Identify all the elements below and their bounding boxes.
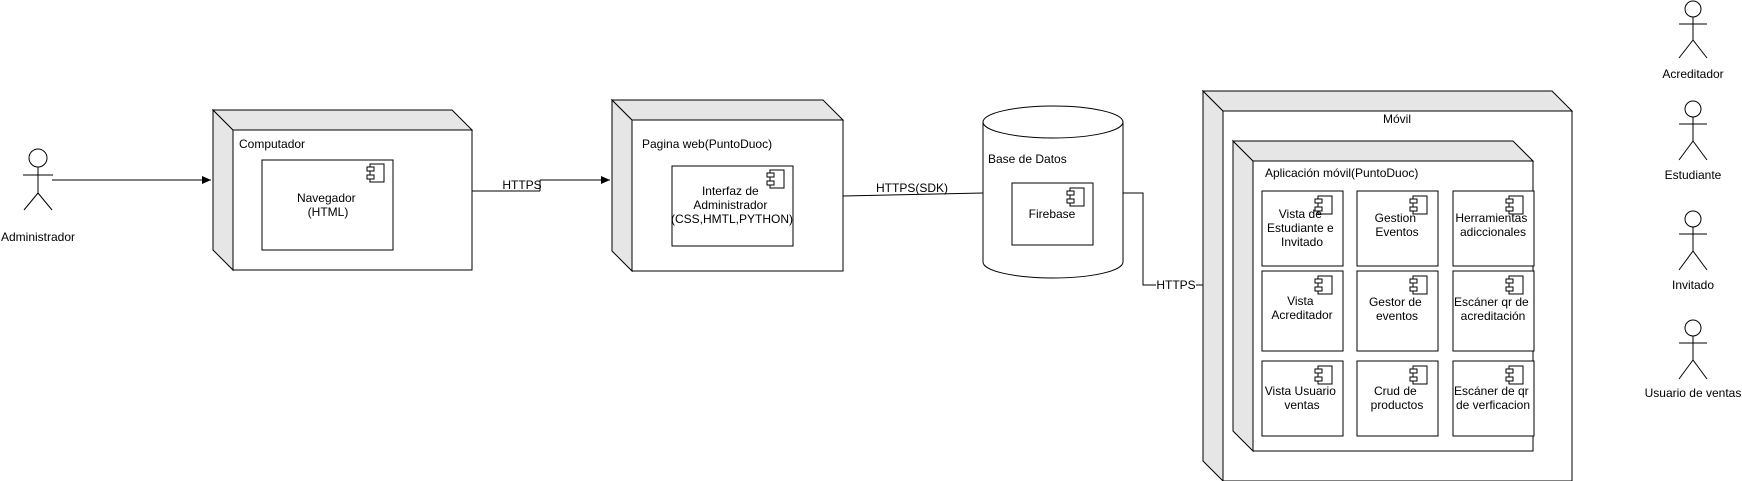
svg-text:Gestor de eventos: Gestor de eventos [1369,295,1425,323]
component-herramientas-adiccionales: Herramientas adiccionales [1452,190,1535,267]
svg-text:Crud de productos: Crud de productos [1371,384,1424,412]
node-pagina-web-label: Pagina web(PuntoDuoc) [642,137,772,151]
svg-text:Escáner de qr de verfica: Escáner de qr de verficacion [1454,384,1532,412]
connection-https-sdk-label: HTTPS(SDK) [876,181,948,195]
component-interfaz-label: Interfaz de Administrador (CSS,HMTL,PYTH… [671,184,793,226]
component-icon [1314,275,1333,295]
actor-acreditador-label: Acreditador [1662,67,1723,81]
actor-estudiante: Estudiante [1665,100,1722,182]
stick-figure-icon [1678,0,1708,59]
connection-https-label: HTTPS [502,178,541,192]
node-computador-label: Computador [239,137,305,151]
svg-text:Escáner qr de acreditaci: Escáner qr de acreditación [1454,295,1532,323]
component-icon [1066,187,1085,207]
component-escaner-acreditacion: Escáner qr de acreditación [1452,270,1535,352]
component-icon [1409,365,1428,385]
component-vista-usuario-ventas: Vista Usuario ventas [1261,360,1344,437]
component-icon [1314,365,1333,385]
actor-usuario-de-ventas: Usuario de ventas [1645,319,1742,400]
svg-text:Vista Usuario ventas: Vista Usuario ventas [1265,384,1340,412]
component-icon [366,163,385,183]
node-movil-label: Móvil [1383,112,1411,126]
connection-https-movil-label: HTTPS [1156,278,1195,292]
component-crud-productos: Crud de productos [1356,360,1439,437]
component-interfaz-administrador: Interfaz de Administrador (CSS,HMTL,PYTH… [671,165,794,247]
svg-text:Gestion Eventos: Gestion Eventos [1375,211,1420,239]
actor-administrador: Administrador [1,148,75,244]
component-navegador-label: Navegador (HTML) [297,191,359,219]
actor-invitado: Invitado [1672,210,1714,292]
svg-text:Vista Acreditador: Vista Acreditador [1271,294,1332,322]
component-firebase: Firebase [1011,182,1094,246]
svg-text:Vista de Estudiante e: Vista de Estudiante e Invitado [1267,207,1337,249]
component-navegador: Navegador (HTML) [261,159,394,251]
stick-figure-icon [1678,319,1708,380]
component-vista-estudiante-invitado: Vista de Estudiante e Invitado [1261,190,1344,267]
component-vista-acreditador: Vista Acreditador [1261,270,1344,352]
connection-sdk-line [842,192,984,197]
actor-acreditador: Acreditador [1662,0,1724,81]
component-icon [766,169,785,189]
component-icon [1505,365,1524,385]
actor-invitado-label: Invitado [1672,278,1714,292]
actor-usuario-de-ventas-label: Usuario de ventas [1645,386,1742,400]
actor-administrador-label: Administrador [1,230,75,244]
node-base-de-datos-label: Base de Datos [988,152,1067,166]
component-icon [1505,275,1524,295]
component-gestor-eventos: Gestor de eventos [1356,270,1439,352]
component-firebase-label: Firebase [1029,207,1076,221]
component-gestion-eventos: Gestion Eventos [1356,190,1439,267]
actor-estudiante-label: Estudiante [1665,168,1722,182]
component-icon [1409,275,1428,295]
stick-figure-icon [1678,210,1708,271]
svg-text:Herramientas adiccionale: Herramientas adiccionales [1455,211,1530,239]
component-escaner-verificacion: Escáner de qr de verficacion [1452,360,1535,437]
stick-figure-icon [23,148,53,211]
stick-figure-icon [1678,100,1708,161]
node-aplicacion-movil-label: Aplicación móvil(PuntoDuoc) [1265,166,1418,180]
